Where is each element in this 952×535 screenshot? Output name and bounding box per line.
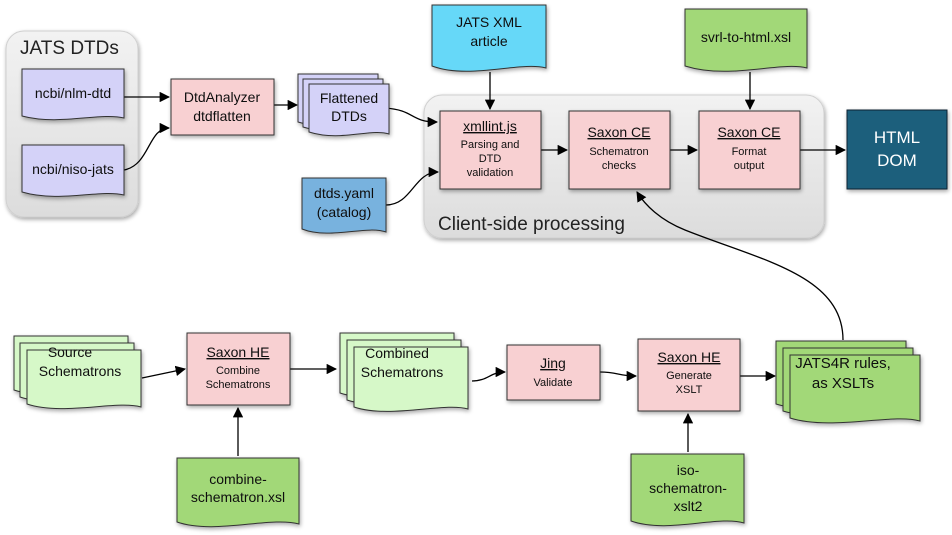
flattened-label-2: DTDs xyxy=(331,108,367,124)
edge-dtds-yaml-to-xmllint xyxy=(385,166,440,206)
saxonce1-desc-2: checks xyxy=(602,160,637,172)
process-saxonhe-generate: Saxon HE Generate XSLT xyxy=(637,338,741,412)
dtds-yaml-label-1: dtds.yaml xyxy=(314,185,374,201)
group-title-client-side: Client-side processing xyxy=(438,214,625,235)
svrl-xsl-label: svrl-to-html.xsl xyxy=(701,29,791,45)
saxonhe1-desc-1: Combine xyxy=(216,365,260,377)
iso-xslt-label-1: iso- xyxy=(677,462,700,478)
doc-combine-xsl: combine- schematron.xsl xyxy=(176,457,300,528)
jats-article-label-2: article xyxy=(470,33,508,49)
saxonce1-desc-1: Schematron xyxy=(589,146,648,158)
doc-niso-jats: ncbi/niso-jats xyxy=(21,144,125,197)
output-label-2: DOM xyxy=(877,151,917,170)
doc-nlm-dtd: ncbi/nlm-dtd xyxy=(21,68,125,121)
jing-title: Jing xyxy=(540,355,566,371)
process-saxonce-schematron: Saxon CE Schematron checks xyxy=(568,110,671,190)
xmllint-desc-3: validation xyxy=(467,167,513,179)
saxonce2-desc-1: Format xyxy=(732,146,767,158)
saxonhe2-desc-1: Generate xyxy=(666,370,712,382)
process-jing: Jing Validate xyxy=(506,344,601,401)
group-title-jats-dtds: JATS DTDs xyxy=(20,38,119,59)
doc-niso-jats-label: ncbi/niso-jats xyxy=(32,161,114,177)
connectors xyxy=(123,72,847,456)
saxonce2-desc-2: output xyxy=(734,160,765,172)
process-dtdanalyzer: DtdAnalyzer dtdflatten xyxy=(170,78,275,136)
iso-xslt-label-3: xslt2 xyxy=(674,498,703,514)
combined-sch-label-1: Combined xyxy=(365,345,429,361)
output-html-dom: HTML DOM xyxy=(846,109,948,190)
flattened-label-1: Flattened xyxy=(320,90,378,106)
saxonce1-title: Saxon CE xyxy=(587,124,650,140)
jats-article-label-1: JATS XML xyxy=(456,14,522,30)
iso-xslt-label-2: schematron- xyxy=(649,480,727,496)
edge-flattened-to-xmllint xyxy=(384,107,439,128)
doc-jats-article: JATS XML article xyxy=(431,4,547,72)
dtdanalyzer-label-2: dtdflatten xyxy=(193,108,251,124)
process-saxonhe-combine: Saxon HE Combine Schematrons xyxy=(186,332,291,406)
combine-xsl-label-1: combine- xyxy=(209,471,267,487)
doc-flattened-dtds: Flattened DTDs xyxy=(297,73,390,137)
doc-svrl-xsl: svrl-to-html.xsl xyxy=(684,8,808,72)
saxonhe1-desc-2: Schematrons xyxy=(206,379,271,391)
xmllint-desc-1: Parsing and xyxy=(461,139,520,151)
edge-niso-to-dtdanalyzer xyxy=(123,122,171,171)
saxonhe2-title: Saxon HE xyxy=(657,349,720,365)
rules-label-1: JATS4R rules, xyxy=(795,355,891,372)
saxonce2-title: Saxon CE xyxy=(717,124,780,140)
doc-jats4r-rules: JATS4R rules, as XSLTs xyxy=(775,340,921,424)
combine-xsl-label-2: schematron.xsl xyxy=(191,489,285,505)
doc-source-schematrons: Source Schematrons xyxy=(13,335,142,410)
doc-dtds-yaml: dtds.yaml (catalog) xyxy=(301,177,387,234)
rules-label-2: as XSLTs xyxy=(812,375,874,392)
edge-combined-to-jing xyxy=(471,366,507,382)
doc-combined-schematrons: Combined Schematrons xyxy=(339,332,469,412)
dtds-yaml-label-2: (catalog) xyxy=(317,204,371,220)
edge-rules-to-saxonce1 xyxy=(636,191,844,341)
doc-nlm-dtd-label: ncbi/nlm-dtd xyxy=(35,85,111,101)
saxonhe1-title: Saxon HE xyxy=(206,344,269,360)
jing-desc-1: Validate xyxy=(534,377,573,389)
combined-sch-label-2: Schematrons xyxy=(361,364,443,380)
edge-jing-to-saxonhe2 xyxy=(599,370,638,382)
doc-iso-schematron-xslt2: iso- schematron- xslt2 xyxy=(630,453,745,527)
output-label-1: HTML xyxy=(874,128,920,147)
xmllint-desc-2: DTD xyxy=(479,153,502,165)
xmllint-title: xmllint.js xyxy=(463,118,517,134)
saxonhe2-desc-2: XSLT xyxy=(676,384,703,396)
dtdanalyzer-label-1: DtdAnalyzer xyxy=(184,89,261,105)
source-sch-label-1: Source xyxy=(48,344,93,360)
source-sch-label-2: Schematrons xyxy=(39,363,121,379)
process-saxonce-format: Saxon CE Format output xyxy=(698,110,801,190)
process-xmllint: xmllint.js Parsing and DTD validation xyxy=(439,110,542,190)
edge-source-to-saxonhe1 xyxy=(141,365,187,379)
